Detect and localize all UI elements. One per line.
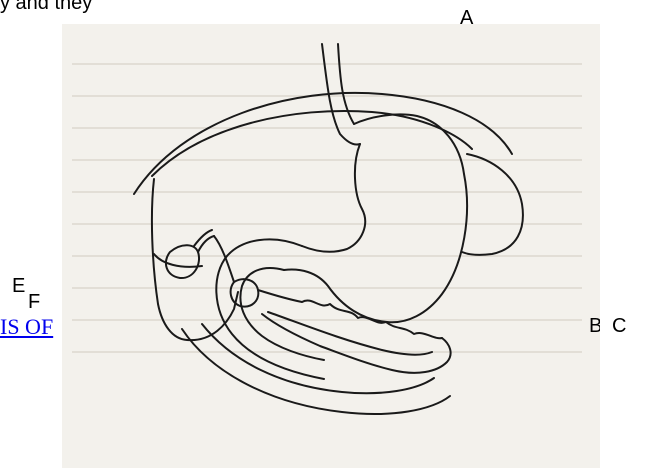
anatomy-drawing: [62, 24, 600, 468]
header-text: y and they: [0, 0, 92, 15]
label-f: F: [28, 292, 40, 312]
paper-background: [62, 24, 600, 468]
label-b: B: [589, 316, 600, 336]
partial-link[interactable]: IS OF: [0, 314, 62, 340]
label-a: A: [460, 8, 473, 28]
label-e: E: [12, 276, 25, 296]
label-c: C: [612, 316, 626, 336]
